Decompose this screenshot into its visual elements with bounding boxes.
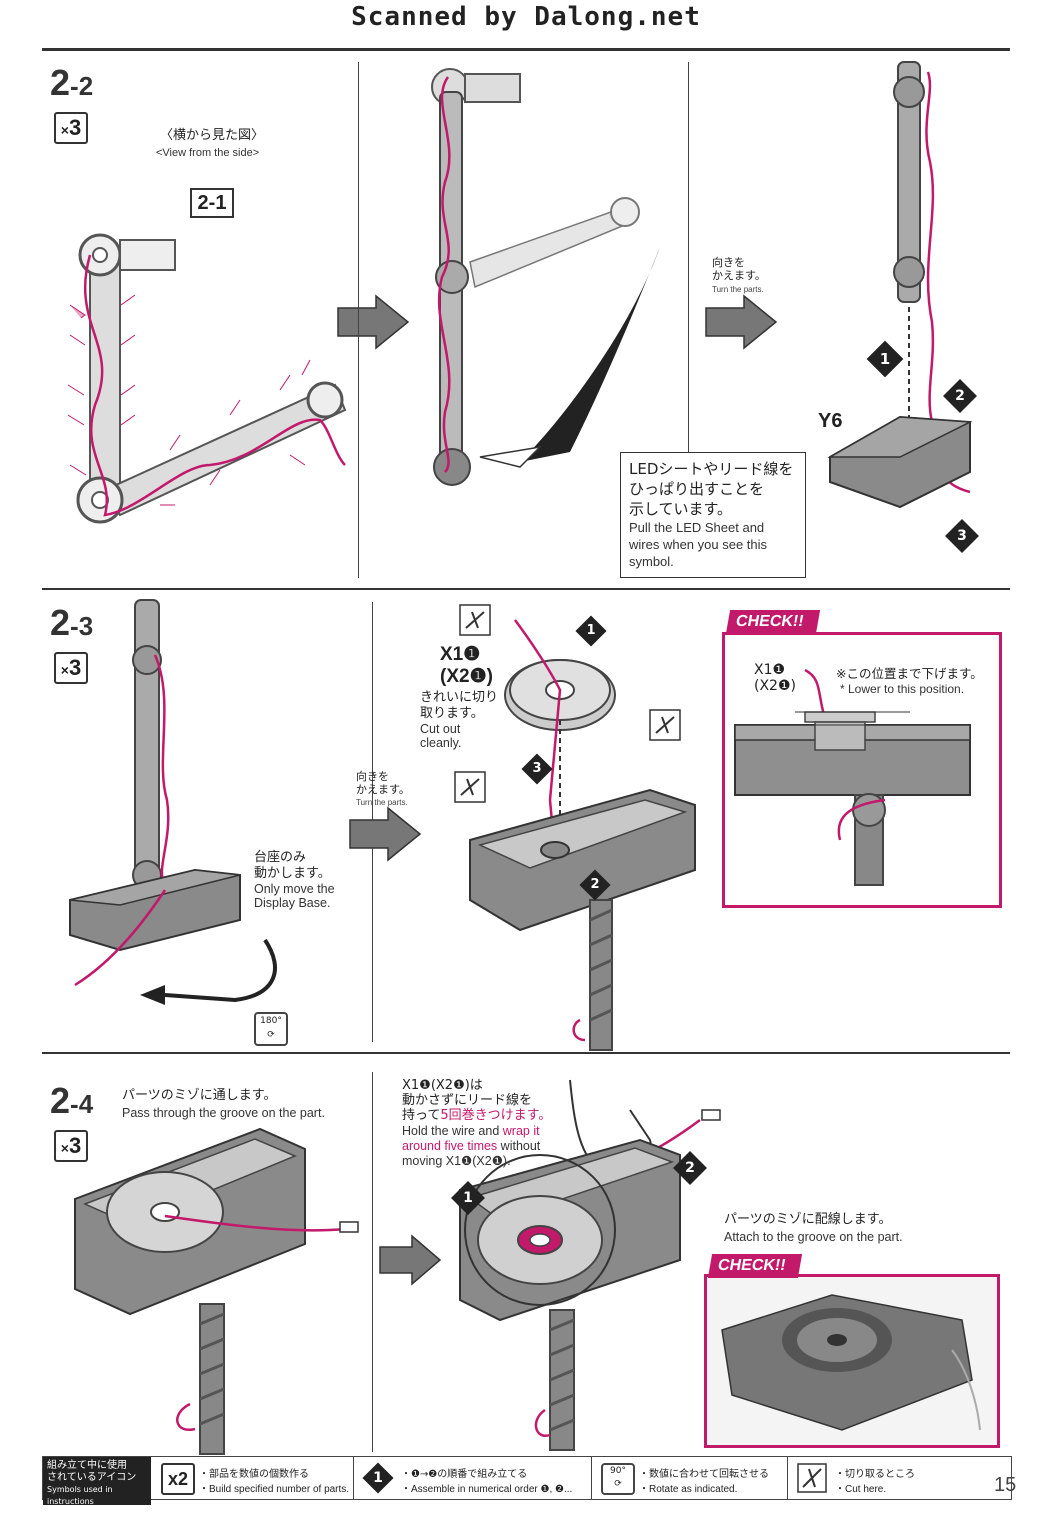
page-number: 15 [994,1474,1017,1496]
next-arrow-icon [337,294,410,350]
next-arrow-icon [349,806,422,862]
legend-divider [353,1457,354,1499]
attach-groove-en: Attach to the groove on the part. [724,1230,903,1244]
legend-title: 組み立て中に使用 されているアイコン Symbols used in instr… [43,1457,151,1506]
scan-watermark: Scanned by Dalong.net [351,2,701,32]
wire-through-groove-illustration [74,1127,359,1455]
groove-instruction-en: Pass through the groove on the part. [122,1106,325,1120]
check-tag: CHECK!! [725,610,820,634]
step-marker-2-label: 2 [685,1160,695,1176]
callout-jp-line: 示しています。 [629,500,733,518]
section-divider-2 [42,1052,1010,1054]
next-arrow-icon [379,1234,442,1286]
legend-item-order: 1 ・❶→❷の順番で組み立てる ・Assemble in numerical o… [357,1457,589,1499]
part-label-y6: Y6 [818,410,843,432]
attach-groove-jp: パーツのミゾに配線します。 [724,1212,892,1227]
step-marker-1-label: 1 [879,350,891,368]
turn-parts-jp: 向きをかえます。 [356,770,410,796]
callout-jp-line: LEDシートやリード線を [629,460,794,478]
next-arrow-icon [705,294,778,350]
multiplier-badge: ×3 [54,112,88,144]
turn-parts-jp: 向きをかえます。 [712,256,766,282]
legend-item-multiply: x2 ・部品を数値の個数作る ・Build specified number o… [155,1457,351,1499]
icon-legend-footer: 組み立て中に使用 されているアイコン Symbols used in instr… [42,1456,1012,1506]
view-label-en: <View from the side> [156,147,260,159]
rod-on-display-base-illustration [69,599,277,1005]
multiply-icon: x2 [161,1463,195,1495]
legend-item-cut: ・切り取るところ ・Cut here. [791,1457,961,1499]
panel-divider [372,1072,373,1452]
multiplier-badge: ×3 [54,652,88,684]
legend-item-rotate: 90°⟳ ・数値に合わせて回転させる ・Rotate as indicated. [595,1457,785,1499]
step-marker-1-label: 1 [586,623,596,638]
callout-en-line: symbol. [629,554,674,569]
step-marker-2-label: 2 [590,877,600,892]
wrap-instruction-jp: X1❶(X2❶)は 動かさずにリード線を 持って5回巻きつけます。 [402,1078,552,1123]
top-rule [42,48,1010,51]
check-part-label: X1❶(X2❶) [754,662,796,694]
cut-icon [797,1463,827,1493]
check-note-jp: ※この位置まで下げます。 [836,666,983,681]
step-number: 2-4 [50,1080,94,1121]
groove-instruction-jp: パーツのミゾに通します。 [122,1088,277,1103]
move-base-jp: 台座のみ動かします。 [254,850,331,881]
frame-side-view-illustration [67,233,347,524]
rotate-180-icon: 180°⟳ [254,1012,288,1046]
step-marker-2-label: 2 [955,388,965,404]
rotate-icon: 90°⟳ [601,1463,635,1495]
step-marker-3-label: 3 [957,528,967,544]
step-marker-1-label: 1 [463,1190,473,1206]
step-marker-3-label: 3 [532,761,542,776]
legend-divider [591,1457,592,1499]
view-label-jp: 〈横から見た図〉 [160,128,265,143]
wrap-wire-illustration [459,1079,721,1451]
disc-and-base-illustration [454,604,696,1051]
wrap-instruction-en: Hold the wire and wrap it around five ti… [402,1124,541,1168]
panel-divider [688,62,689,578]
step-number: 2-3 [50,602,94,643]
rod-and-base-illustration [827,61,973,509]
callout-jp-line: ひっぱり出すことを [629,480,765,498]
check-closeup-illustration [734,668,971,886]
check-panel [722,632,1002,908]
check-photo-illustration [721,1294,981,1431]
step-number: 2-2 [50,62,94,103]
multiplier-badge: ×3 [54,1130,88,1162]
turn-parts-en: Turn the parts. [712,285,764,294]
panel-divider [358,62,359,578]
callout-en-line: Pull the LED Sheet and [629,520,765,535]
section-divider-1 [42,588,1010,590]
upright-frame-illustration [431,68,660,486]
part-label-x1-x2: X1❶(X2❶) [440,644,493,687]
pull-symbol-callout: LEDシートやリード線を ひっぱり出すことを 示しています。 Pull the … [620,452,806,578]
cut-out-jp: きれいに切り取ります。 [420,690,499,721]
legend-divider [787,1457,788,1499]
check-note-en: * Lower to this position. [840,682,965,696]
reference-step-badge: 2-1 [190,188,234,218]
check-tag: CHECK!! [707,1254,802,1278]
callout-en-line: wires when you see this [629,537,768,552]
turn-parts-en: Turn the parts. [356,798,408,807]
